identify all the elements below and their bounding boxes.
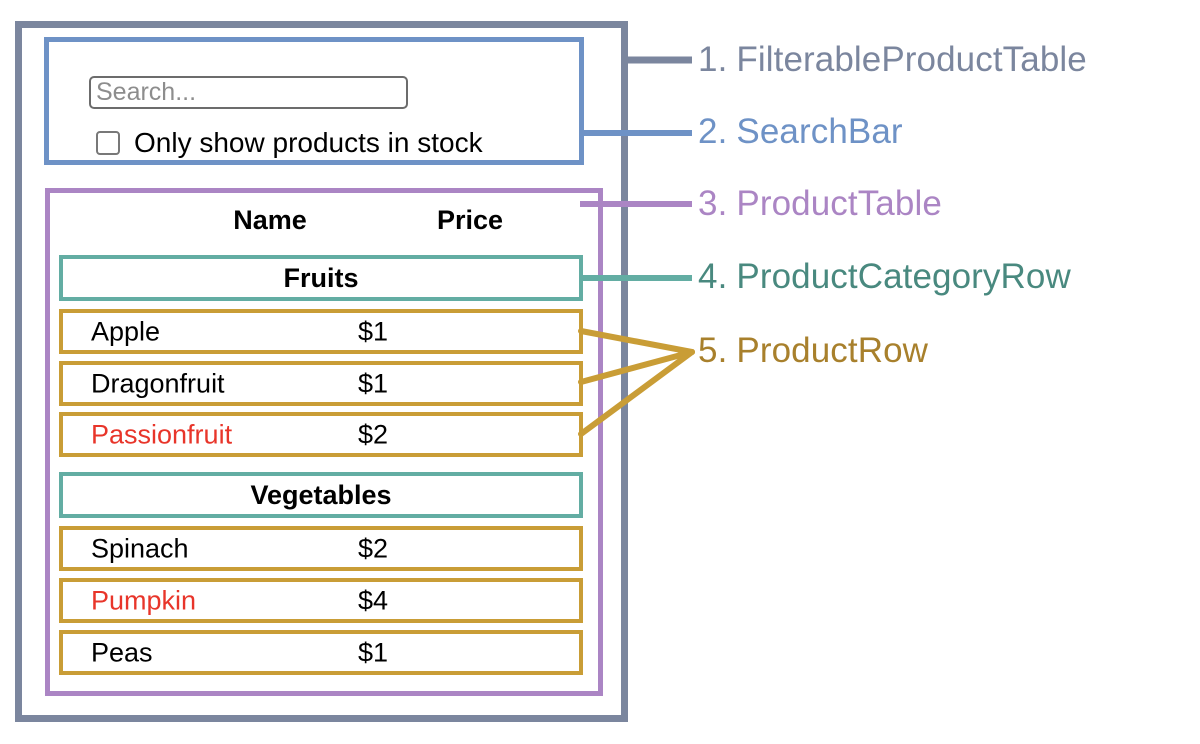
- product-category-row-fruits: Fruits: [59, 255, 583, 301]
- product-name: Dragonfruit: [91, 368, 225, 398]
- product-price: $4: [358, 585, 389, 615]
- product-row[interactable]: Passionfruit $2: [59, 412, 583, 457]
- search-input[interactable]: [89, 76, 408, 109]
- legend-label-text: FilterableProductTable: [736, 40, 1087, 79]
- product-name: Pumpkin: [91, 585, 197, 615]
- product-row[interactable]: Pumpkin $4: [59, 578, 583, 623]
- product-price: $2: [358, 419, 389, 449]
- product-price: $1: [358, 316, 389, 346]
- legend-item-product-row: 5.ProductRow: [698, 331, 928, 371]
- legend-label-text: ProductTable: [736, 184, 942, 223]
- legend-item-filterable-product-table: 1.FilterableProductTable: [698, 40, 1087, 80]
- legend-item-product-table: 3.ProductTable: [698, 184, 942, 224]
- category-label: Vegetables: [250, 479, 392, 510]
- legend-label-text: ProductCategoryRow: [736, 257, 1071, 296]
- legend-number: 2.: [698, 112, 728, 151]
- legend-number: 1.: [698, 40, 728, 79]
- column-header-price: Price: [436, 204, 504, 235]
- legend-label-text: ProductRow: [736, 331, 929, 370]
- category-label: Fruits: [283, 262, 359, 293]
- product-name: Peas: [91, 637, 153, 667]
- product-price: $2: [358, 533, 389, 563]
- product-name: Passionfruit: [91, 419, 233, 449]
- legend-item-product-category-row: 4.ProductCategoryRow: [698, 257, 1071, 297]
- product-row[interactable]: Apple $1: [59, 309, 583, 354]
- product-name: Spinach: [91, 533, 189, 563]
- column-header-name: Name: [233, 204, 307, 235]
- legend-number: 3.: [698, 184, 728, 223]
- product-price: $1: [358, 637, 389, 667]
- in-stock-filter-row[interactable]: Only show products in stock: [96, 126, 483, 160]
- legend-number: 4.: [698, 257, 728, 296]
- legend-item-search-bar: 2.SearchBar: [698, 112, 903, 152]
- product-table-header: Name Price: [45, 198, 593, 242]
- product-row[interactable]: Peas $1: [59, 630, 583, 675]
- product-row[interactable]: Spinach $2: [59, 526, 583, 571]
- product-row[interactable]: Dragonfruit $1: [59, 361, 583, 406]
- in-stock-checkbox[interactable]: [96, 131, 120, 155]
- product-name: Apple: [91, 316, 161, 346]
- in-stock-checkbox-label: Only show products in stock: [134, 127, 483, 158]
- legend-number: 5.: [698, 331, 728, 370]
- product-category-row-vegetables: Vegetables: [59, 472, 583, 518]
- legend-label-text: SearchBar: [736, 112, 903, 151]
- product-price: $1: [358, 368, 389, 398]
